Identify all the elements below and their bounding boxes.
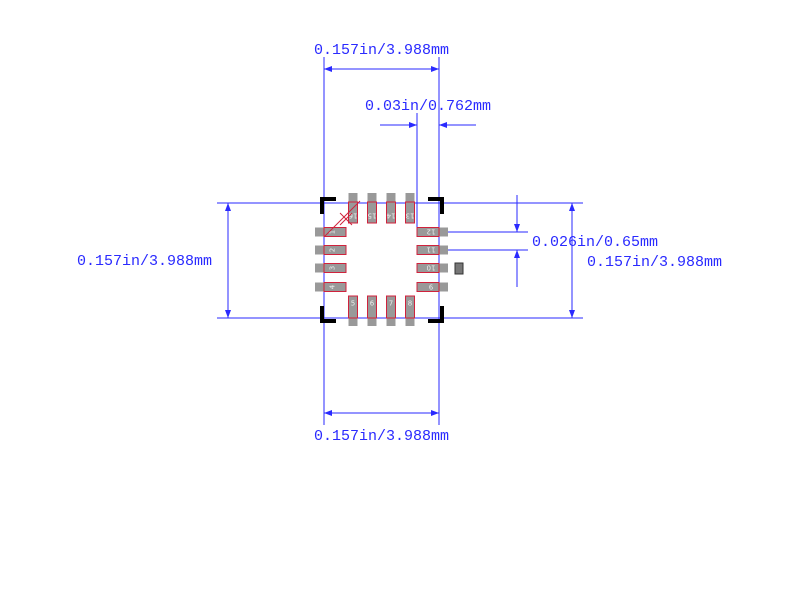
pin-number: 6 [370, 300, 375, 308]
pad-15: 15 [367, 193, 377, 224]
pad-13: 13 [405, 193, 415, 224]
pin1-marker [454, 262, 464, 275]
silkscreen-corners [320, 197, 444, 323]
dimension-lines [217, 57, 583, 425]
pad-7: 7 [386, 295, 396, 326]
pad-2: 2 [315, 245, 347, 255]
pin-number: 11 [427, 246, 436, 254]
pad-3: 3 [315, 263, 347, 273]
dimension-arrows [225, 66, 575, 416]
top-width-label: 0.157in/3.988mm [314, 42, 449, 59]
left-height-label: 0.157in/3.988mm [77, 253, 212, 270]
pin-number: 10 [427, 264, 436, 272]
pin-number: 12 [427, 228, 436, 236]
pin-number: 1 [329, 230, 337, 234]
pin-number: 4 [329, 284, 337, 289]
bottom-width-label: 0.157in/3.988mm [314, 428, 449, 445]
pad-1: 1 [315, 227, 347, 237]
pin-number: 5 [351, 300, 355, 308]
pin-number: 3 [329, 266, 337, 270]
pad-10: 10 [416, 263, 448, 273]
pad-6: 6 [367, 295, 377, 326]
pin-number: 15 [368, 212, 377, 220]
pad-4: 4 [315, 282, 347, 292]
pad-11: 11 [416, 245, 448, 255]
pin-number: 16 [348, 212, 357, 220]
right-height-label: 0.157in/3.988mm [587, 254, 722, 271]
pin-number: 2 [329, 248, 337, 252]
pad-9: 9 [416, 282, 448, 292]
pad-14: 14 [386, 193, 396, 224]
pad-5: 5 [348, 295, 358, 326]
pad-8: 8 [405, 295, 415, 326]
pin1-indicator [323, 200, 361, 238]
pin-number: 9 [429, 283, 433, 291]
pin-number: 13 [406, 212, 415, 220]
pin-number: 8 [408, 300, 412, 308]
pitch-label: 0.026in/0.65mm [532, 234, 658, 251]
pin-number: 14 [386, 212, 395, 220]
pin-number: 7 [389, 300, 393, 308]
pad-12: 12 [416, 227, 448, 237]
pad-length-label: 0.03in/0.762mm [365, 98, 491, 115]
